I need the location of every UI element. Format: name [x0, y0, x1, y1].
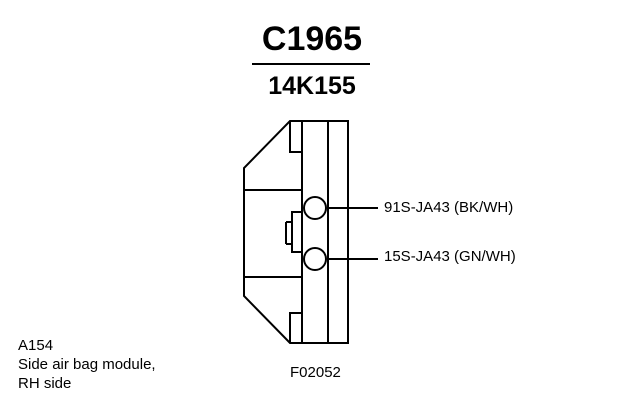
- figure-code: F02052: [290, 364, 341, 381]
- center-key-inner: [285, 221, 292, 245]
- pin2-terminal: [303, 247, 327, 271]
- connector-id: C1965: [261, 20, 363, 58]
- component-code: A154: [18, 337, 54, 354]
- latch-bottom: [289, 312, 302, 343]
- connector-housing-outline: [243, 120, 349, 344]
- pin1-circuit-label: 91S-JA43 (BK/WH): [384, 199, 514, 216]
- pin2-circuit-label: 15S-JA43 (GN/WH): [384, 248, 516, 265]
- component-side: RH side: [18, 375, 72, 392]
- title-divider: [252, 63, 370, 65]
- center-key: [291, 211, 302, 253]
- pin1-terminal: [303, 196, 327, 220]
- latch-top: [289, 121, 302, 153]
- connector-part-number: 14K155: [268, 72, 356, 100]
- component-description: Side air bag module,: [18, 356, 156, 373]
